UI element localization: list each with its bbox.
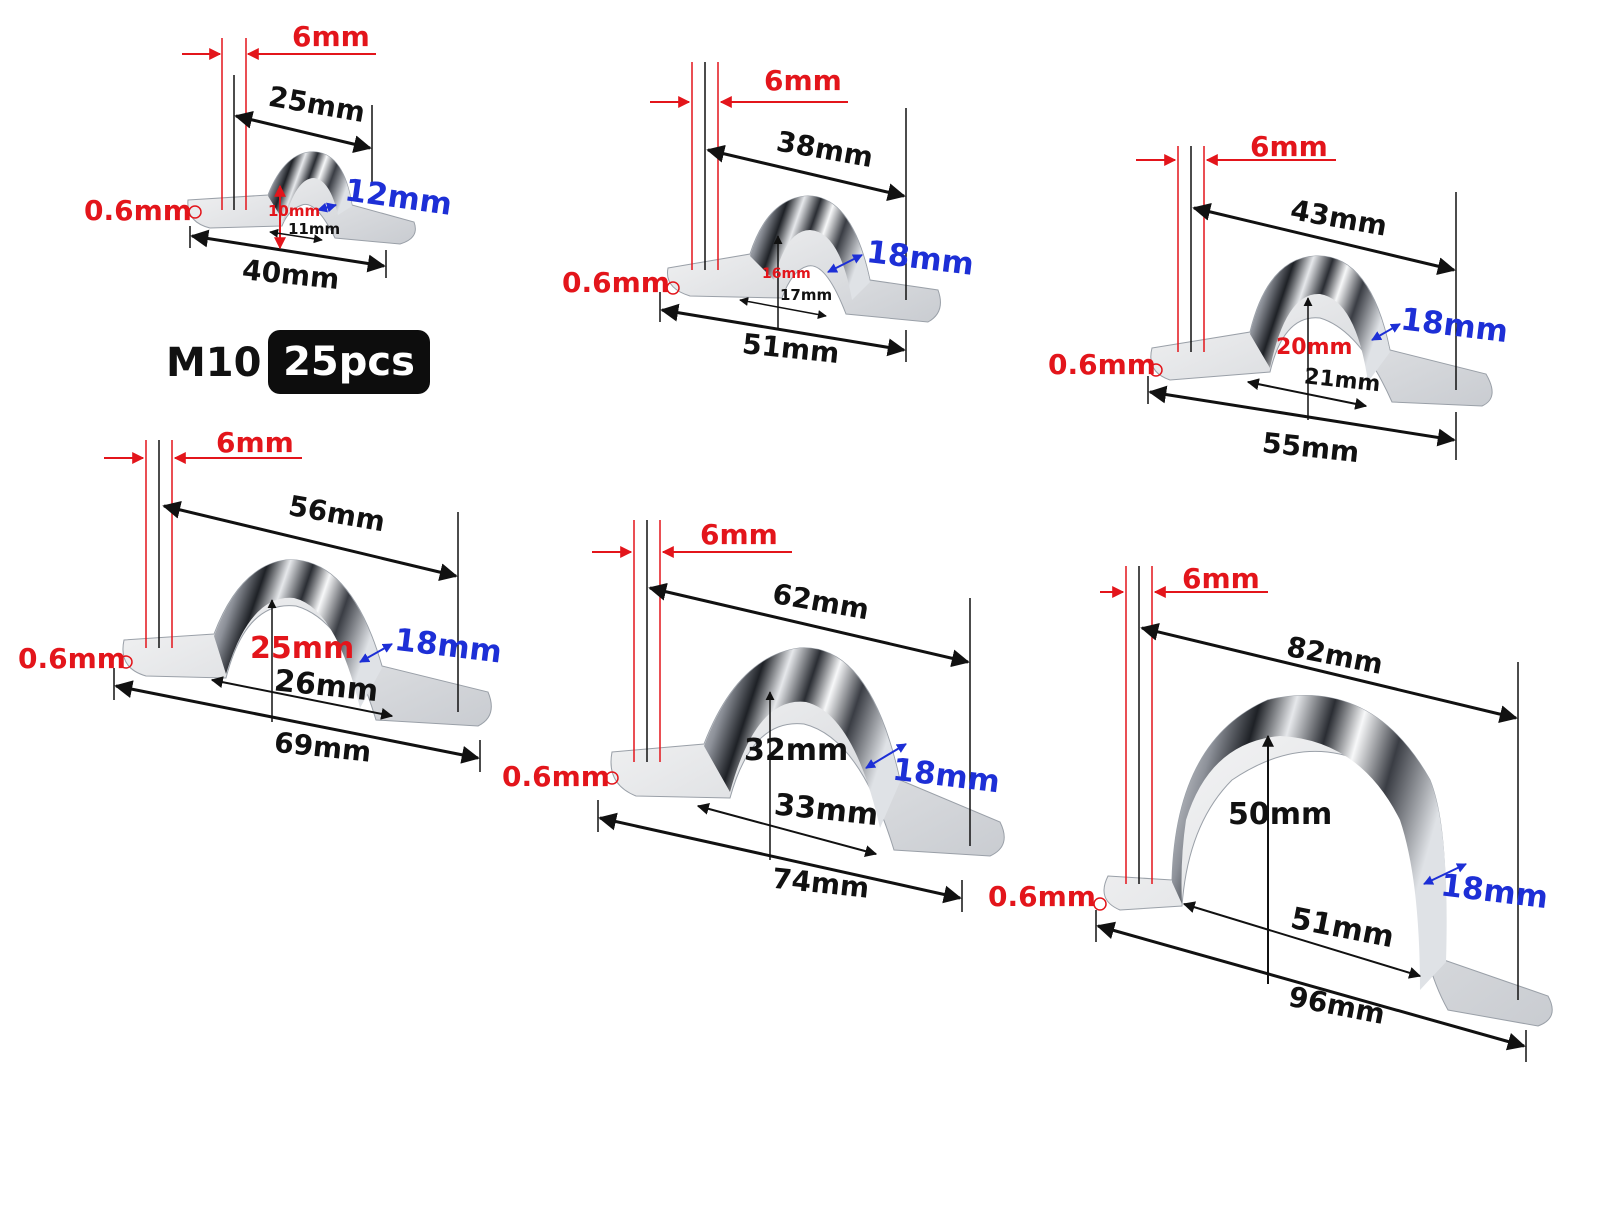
clamp-1-height-label: 10mm — [268, 202, 320, 220]
clamp-5: 6mm 0.6mm 62mm 18mm 32mm 33mm 74mm — [502, 518, 1005, 912]
clamp-6-height-label: 50mm — [1228, 797, 1332, 832]
clamp-5-height-label: 32mm — [744, 733, 848, 768]
clamp-4-overall-label: 69mm — [273, 726, 373, 769]
clamp-5-width-label: 6mm — [700, 518, 778, 551]
clamp-1-thickness-label: 0.6mm — [84, 194, 192, 227]
clamp-2-span-label: 38mm — [774, 125, 876, 174]
clamp-1-inner-label: 11mm — [288, 220, 340, 238]
clamp-4-strap-label: 18mm — [393, 622, 504, 671]
clamp-1-span-label: 25mm — [266, 80, 368, 129]
clamp-3-overall-label: 55mm — [1261, 426, 1361, 469]
clamp-2-overall-label: 51mm — [741, 327, 841, 370]
clamp-2-width-label: 6mm — [764, 64, 842, 97]
clamp-6-overall-label: 96mm — [1286, 980, 1388, 1031]
clamp-2-thickness-label: 0.6mm — [562, 266, 670, 299]
clamp-6-inner-label: 51mm — [1288, 901, 1397, 955]
clamp-3: 6mm 0.6mm 43mm 18mm 20mm 21mm 55mm — [1048, 130, 1510, 469]
clamp-4-span-label: 56mm — [286, 489, 388, 538]
clamp-5-overall-label: 74mm — [771, 862, 871, 905]
clamp-4-width-label: 6mm — [216, 426, 294, 459]
clamp-4-thickness-label: 0.6mm — [18, 642, 126, 675]
clamp-1-width-label: 6mm — [292, 20, 370, 53]
clamp-1-overall-label: 40mm — [241, 253, 341, 296]
clamp-2-height-label: 16mm — [762, 266, 811, 282]
clamp-6-strap-label: 18mm — [1439, 867, 1550, 916]
clamp-5-thickness-label: 0.6mm — [502, 760, 610, 793]
clamp-3-height-label: 20mm — [1276, 335, 1352, 360]
quantity-badge: 25pcs — [268, 330, 430, 394]
clamp-5-inner-label: 33mm — [773, 787, 880, 833]
clamp-2: 6mm 0.6mm 38mm 18mm 16mm 17mm 51mm — [562, 62, 976, 370]
clamp-2-strap-label: 18mm — [865, 234, 976, 283]
clamp-2-inner-label: 17mm — [780, 286, 832, 304]
clamp-3-strap-label: 18mm — [1399, 301, 1510, 350]
clamp-6: 6mm 0.6mm 82mm 18mm 50mm 51mm 96mm — [988, 562, 1553, 1062]
clamp-1: 6mm 0.6mm 25mm 12mm 10mm 11mm 40mm — [84, 20, 454, 296]
clamp-6-thickness-label: 0.6mm — [988, 880, 1096, 913]
clamp-4-height-label: 25mm — [250, 631, 354, 666]
clamp-3-width-label: 6mm — [1250, 130, 1328, 163]
thread-size-label: M10 — [166, 340, 262, 386]
clamp-4: 6mm 0.6mm 56mm 18mm 25mm 26mm 69mm — [18, 426, 504, 772]
clamp-6-width-label: 6mm — [1182, 562, 1260, 595]
clamp-3-thickness-label: 0.6mm — [1048, 348, 1156, 381]
clamp-6-body — [1103, 695, 1553, 1027]
